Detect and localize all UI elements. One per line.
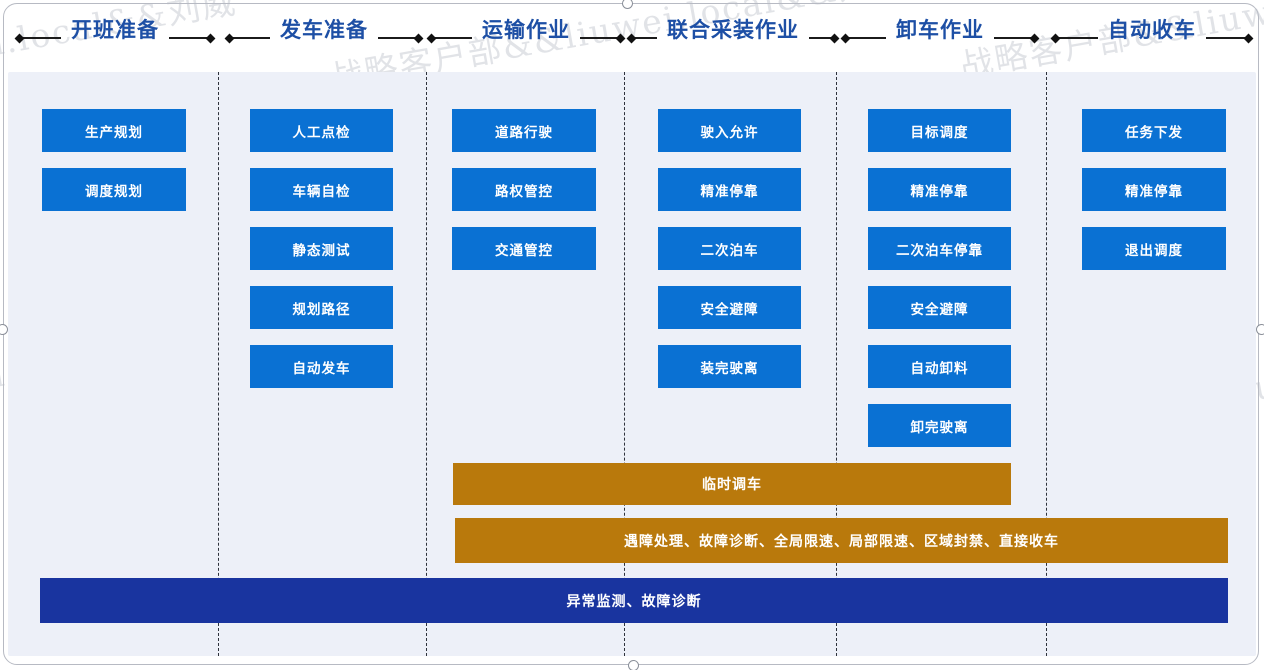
diamond-icon <box>426 33 437 43</box>
phase-line <box>809 37 831 39</box>
phase-line <box>435 37 472 39</box>
phase-line <box>1206 37 1245 39</box>
task-block[interactable]: 调度规划 <box>42 168 186 211</box>
task-block[interactable]: 规划路径 <box>250 286 393 329</box>
resize-handle-top[interactable] <box>622 0 633 9</box>
diamond-icon <box>413 33 424 43</box>
exception-handling-bar[interactable]: 遇障处理、故障诊断、全局限速、局部限速、区域封禁、直接收车 <box>455 518 1228 563</box>
task-block[interactable]: 安全避障 <box>868 286 1011 329</box>
diamond-icon <box>205 33 216 43</box>
task-block[interactable]: 卸完驶离 <box>868 404 1011 447</box>
task-block[interactable]: 车辆自检 <box>250 168 393 211</box>
temporary-dispatch-bar[interactable]: 临时调车 <box>453 463 1011 505</box>
task-block[interactable]: 任务下发 <box>1082 109 1226 152</box>
diamond-icon <box>1050 33 1061 43</box>
task-block[interactable]: 二次泊车 <box>658 227 801 270</box>
phase-line <box>849 37 886 39</box>
resize-handle-right[interactable] <box>1256 324 1264 335</box>
phase-line <box>1059 37 1098 39</box>
phase-header-transport: 运输作业 <box>426 16 626 60</box>
resize-handle-left[interactable] <box>0 324 8 335</box>
task-block[interactable]: 装完驶离 <box>658 345 801 388</box>
column-separator <box>426 72 427 656</box>
task-block[interactable]: 静态测试 <box>250 227 393 270</box>
phase-line <box>994 37 1031 39</box>
diamond-icon <box>1243 33 1254 43</box>
monitoring-bar[interactable]: 异常监测、故障诊断 <box>40 578 1228 623</box>
task-block[interactable]: 路权管控 <box>452 168 596 211</box>
phase-line <box>233 37 270 39</box>
phase-title: 卸车作业 <box>896 19 984 42</box>
phase-column-departure-prep: 人工点检 车辆自检 静态测试 规划路径 自动发车 <box>250 109 393 404</box>
phase-line <box>635 37 657 39</box>
diamond-icon <box>1029 33 1040 43</box>
phase-column-unloading: 目标调度 精准停靠 二次泊车停靠 安全避障 自动卸料 卸完驶离 <box>868 109 1011 463</box>
phase-title: 自动收车 <box>1108 19 1196 42</box>
task-block[interactable]: 生产规划 <box>42 109 186 152</box>
phase-title: 开班准备 <box>71 19 159 42</box>
phase-header-joint-loading: 联合采装作业 <box>626 16 840 60</box>
phase-column-auto-return: 任务下发 精准停靠 退出调度 <box>1082 109 1226 286</box>
task-block[interactable]: 二次泊车停靠 <box>868 227 1011 270</box>
task-block[interactable]: 自动卸料 <box>868 345 1011 388</box>
phase-line <box>23 37 61 39</box>
phase-title: 运输作业 <box>482 19 570 42</box>
task-block[interactable]: 精准停靠 <box>868 168 1011 211</box>
diamond-icon <box>615 33 626 43</box>
phase-column-joint-loading: 驶入允许 精准停靠 二次泊车 安全避障 装完驶离 <box>658 109 801 404</box>
phase-column-transport: 道路行驶 路权管控 交通管控 <box>452 109 596 286</box>
diamond-icon <box>224 33 235 43</box>
diamond-icon <box>626 33 637 43</box>
phase-header-unloading: 卸车作业 <box>840 16 1040 60</box>
task-block[interactable]: 人工点检 <box>250 109 393 152</box>
phase-line <box>169 37 207 39</box>
diamond-icon <box>840 33 851 43</box>
phase-title: 发车准备 <box>280 19 368 42</box>
task-block[interactable]: 目标调度 <box>868 109 1011 152</box>
diamond-icon <box>829 33 840 43</box>
column-separator <box>836 72 837 656</box>
phase-line <box>378 37 415 39</box>
phase-header-auto-return: 自动收车 <box>1050 16 1254 60</box>
task-block[interactable]: 交通管控 <box>452 227 596 270</box>
task-block[interactable]: 精准停靠 <box>1082 168 1226 211</box>
task-block[interactable]: 安全避障 <box>658 286 801 329</box>
task-block[interactable]: 精准停靠 <box>658 168 801 211</box>
column-separator <box>1046 72 1047 656</box>
diamond-icon <box>14 33 25 43</box>
task-block[interactable]: 自动发车 <box>250 345 393 388</box>
column-separator <box>218 72 219 656</box>
column-separator <box>624 72 625 656</box>
task-block[interactable]: 退出调度 <box>1082 227 1226 270</box>
resize-handle-bottom[interactable] <box>628 660 639 670</box>
task-block[interactable]: 道路行驶 <box>452 109 596 152</box>
phase-column-shift-start: 生产规划 调度规划 <box>42 109 186 227</box>
phase-header-departure-prep: 发车准备 <box>224 16 424 60</box>
phase-line <box>580 37 617 39</box>
task-block[interactable]: 驶入允许 <box>658 109 801 152</box>
phase-title: 联合采装作业 <box>667 19 799 42</box>
process-panel: 生产规划 调度规划 人工点检 车辆自检 静态测试 规划路径 自动发车 道路行驶 … <box>8 72 1256 656</box>
phase-header-shift-start: 开班准备 <box>14 16 216 60</box>
